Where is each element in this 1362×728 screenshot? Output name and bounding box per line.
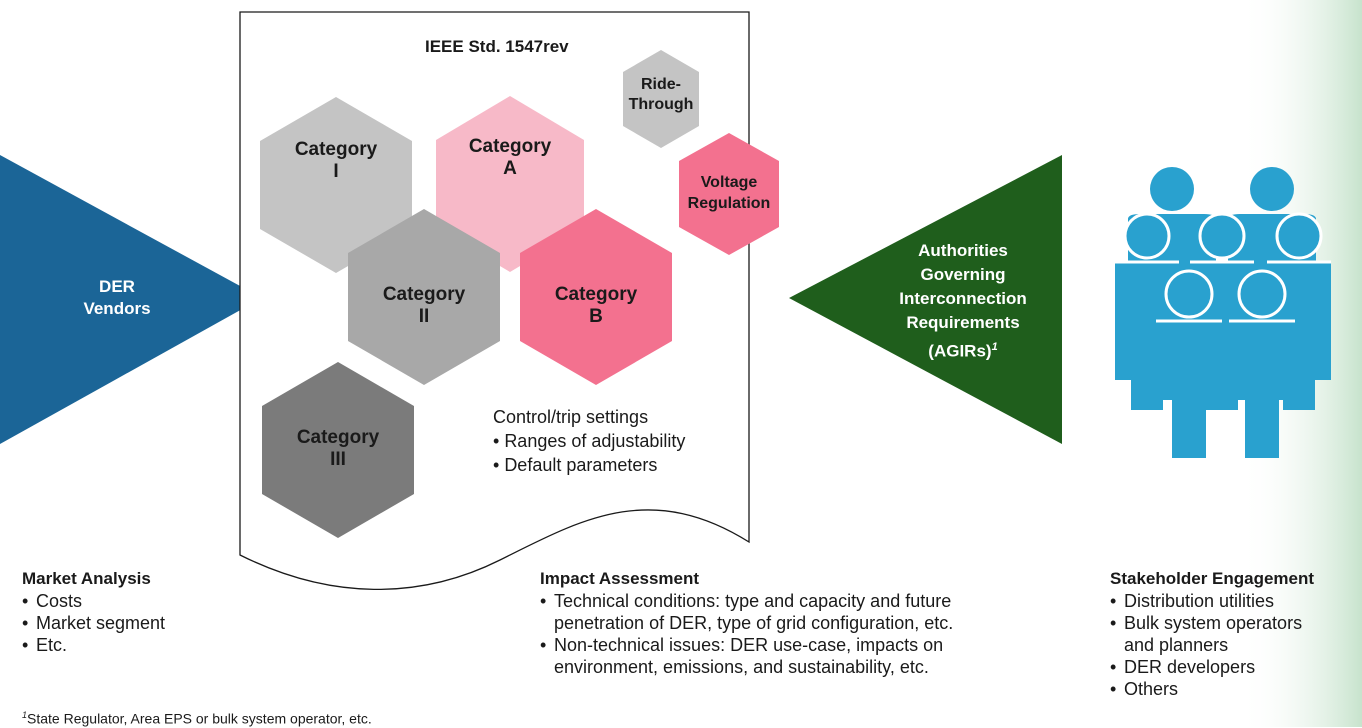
stakeholder-engagement-block: Stakeholder Engagement Distribution util… — [1110, 568, 1360, 700]
people-group-outline — [1115, 212, 1331, 323]
agirs-line: Governing — [920, 265, 1006, 284]
list-item: Non-technical issues: DER use-case, impa… — [540, 634, 953, 678]
footnote-text: State Regulator, Area EPS or bulk system… — [27, 710, 372, 727]
settings-item-text: Default parameters — [504, 455, 658, 475]
label-category-ii-line1: Category — [382, 284, 466, 305]
stakeholder-engagement-title: Stakeholder Engagement — [1110, 569, 1315, 588]
impact-assessment-list: Technical conditions: type and capacity … — [540, 590, 953, 678]
settings-block: Control/trip settings • Ranges of adjust… — [493, 405, 685, 477]
hexagon-category-ii — [348, 209, 500, 385]
label-ride-through-line2: Through — [628, 96, 694, 113]
der-vendors-arrow — [0, 155, 262, 444]
list-item: Etc. — [22, 634, 165, 656]
list-item: Others — [1110, 678, 1360, 700]
hexagon-voltage-regulation — [679, 133, 779, 255]
label-category-ii-line2: II — [418, 306, 430, 327]
label-category-iii-line1: Category — [296, 427, 380, 448]
footnote: 1State Regulator, Area EPS or bulk syste… — [22, 706, 372, 728]
label-category-iii-line2: III — [330, 449, 346, 470]
agirs-footnote-marker: 1 — [991, 341, 998, 353]
der-vendors-line: Vendors — [83, 299, 151, 318]
label-category-i-line2: I — [333, 161, 339, 182]
list-item: DER developers — [1110, 656, 1360, 678]
stakeholder-engagement-list: Distribution utilities Bulk system opera… — [1110, 590, 1360, 700]
market-analysis-block: Market Analysis Costs Market segment Etc… — [22, 568, 165, 656]
settings-item: • Default parameters — [493, 455, 658, 475]
impact-assessment-block: Impact Assessment Technical conditions: … — [540, 568, 953, 678]
label-category-b-line2: B — [589, 306, 603, 327]
list-item-line: Distribution utilities — [1124, 591, 1275, 611]
list-item-line: DER developers — [1124, 657, 1256, 677]
list-item-line: Technical conditions: type and capacity … — [554, 591, 952, 611]
label-category-a-line1: Category — [468, 136, 552, 157]
list-item: Bulk system operators and planners — [1110, 612, 1360, 656]
list-item-line: and planners — [1124, 635, 1229, 655]
der-vendors-line: DER — [99, 277, 135, 296]
hexagon-category-b — [520, 209, 672, 385]
label-category-iii: Category III — [268, 427, 408, 471]
hexagon-ride-through — [623, 50, 699, 148]
label-ride-through: Ride- Through — [611, 75, 711, 115]
settings-heading: Control/trip settings — [493, 407, 649, 427]
label-category-ii: Category II — [354, 284, 494, 328]
list-item-line: Non-technical issues: DER use-case, impa… — [554, 635, 944, 655]
list-item: Market segment — [22, 612, 165, 634]
market-analysis-list: Costs Market segment Etc. — [22, 590, 165, 656]
label-category-a: Category A — [440, 136, 580, 180]
settings-item-text: Ranges of adjustability — [504, 431, 686, 451]
hexagon-category-iii — [262, 362, 414, 538]
settings-item: • Ranges of adjustability — [493, 431, 686, 451]
list-item: Distribution utilities — [1110, 590, 1360, 612]
list-item-line: Others — [1124, 679, 1179, 699]
label-category-b: Category B — [526, 284, 666, 328]
agirs-line: Authorities — [918, 241, 1008, 260]
list-item-line: Bulk system operators — [1124, 613, 1303, 633]
label-voltage-regulation-line2: Regulation — [687, 195, 771, 212]
hexagon-category-i — [260, 97, 412, 273]
list-item: Technical conditions: type and capacity … — [540, 590, 953, 634]
agirs-line: Requirements — [906, 313, 1020, 332]
agirs-arrow — [789, 155, 1062, 444]
agirs-line: Interconnection — [899, 289, 1027, 308]
list-item: Costs — [22, 590, 165, 612]
label-voltage-regulation: Voltage Regulation — [669, 172, 789, 214]
label-category-i: Category I — [266, 139, 406, 183]
label-ride-through-line1: Ride- — [641, 76, 681, 93]
der-vendors-label: DER Vendors — [52, 276, 182, 320]
people-group-icon — [1115, 167, 1331, 458]
label-voltage-regulation-line1: Voltage — [700, 174, 758, 191]
list-item-line: penetration of DER, type of grid configu… — [554, 613, 954, 633]
label-category-a-line2: A — [503, 158, 517, 179]
agirs-line: (AGIRs)1 — [868, 335, 1058, 364]
label-category-b-line1: Category — [554, 284, 638, 305]
agirs-label: Authorities Governing Interconnection Re… — [868, 239, 1058, 364]
agirs-acronym: (AGIRs) — [928, 341, 992, 361]
list-item-line: environment, emissions, and sustainabili… — [554, 657, 929, 677]
label-category-i-line1: Category — [294, 139, 378, 160]
impact-assessment-title: Impact Assessment — [540, 569, 700, 588]
footnote-marker: 1 — [22, 710, 28, 720]
standard-title: IEEE Std. 1547rev — [425, 37, 569, 56]
market-analysis-title: Market Analysis — [22, 569, 151, 588]
hexagon-category-a — [436, 96, 584, 272]
